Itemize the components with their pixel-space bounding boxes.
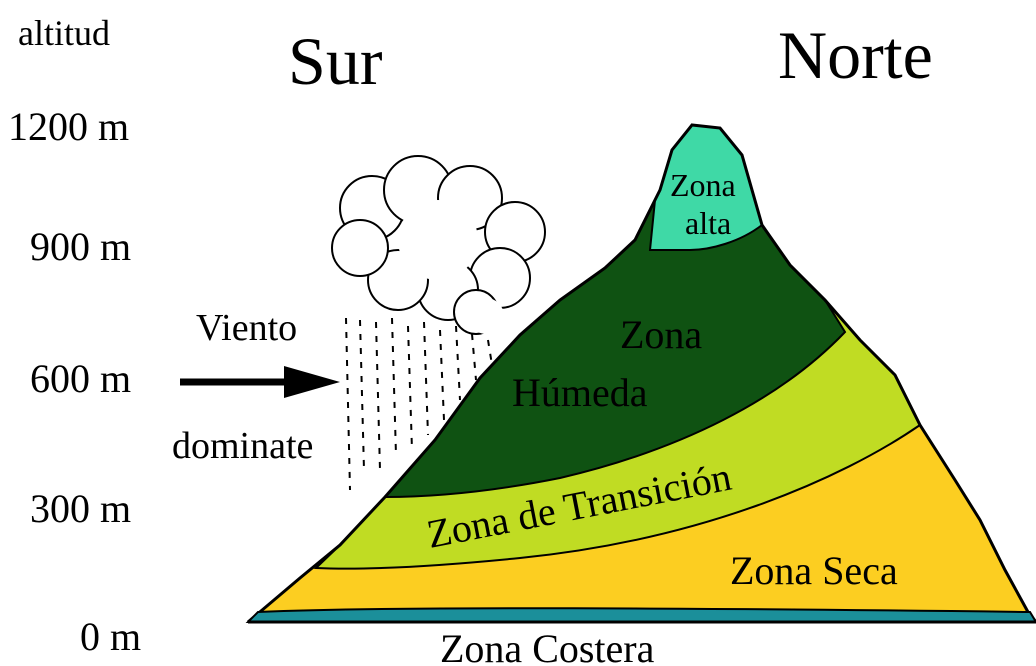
cloud-icon <box>331 155 546 335</box>
zona-humeda-label-line1: Zona <box>620 312 702 357</box>
tick-0: 0 m <box>80 614 141 659</box>
wind-label-line2: dominate <box>172 425 313 467</box>
zona-alta-label-line1: Zona <box>670 167 736 203</box>
tick-300: 300 m <box>30 486 131 531</box>
zona-costera-label: Zona Costera <box>440 626 655 666</box>
mountain <box>245 123 1036 624</box>
direction-south: Sur <box>288 23 383 99</box>
wind-arrow-icon <box>180 366 340 398</box>
direction-north: Norte <box>778 17 933 93</box>
rain-icon <box>345 317 493 491</box>
axis-title: altitud <box>18 13 110 53</box>
zona-costera-area <box>245 607 1036 623</box>
wind-label-line1: Viento <box>196 307 297 349</box>
zona-seca-label: Zona Seca <box>730 548 898 593</box>
zona-humeda-label-line2: Húmeda <box>512 370 648 415</box>
zona-alta-label-line2: alta <box>685 205 731 241</box>
tick-1200: 1200 m <box>8 104 129 149</box>
tick-600: 600 m <box>30 356 131 401</box>
tick-900: 900 m <box>30 224 131 269</box>
